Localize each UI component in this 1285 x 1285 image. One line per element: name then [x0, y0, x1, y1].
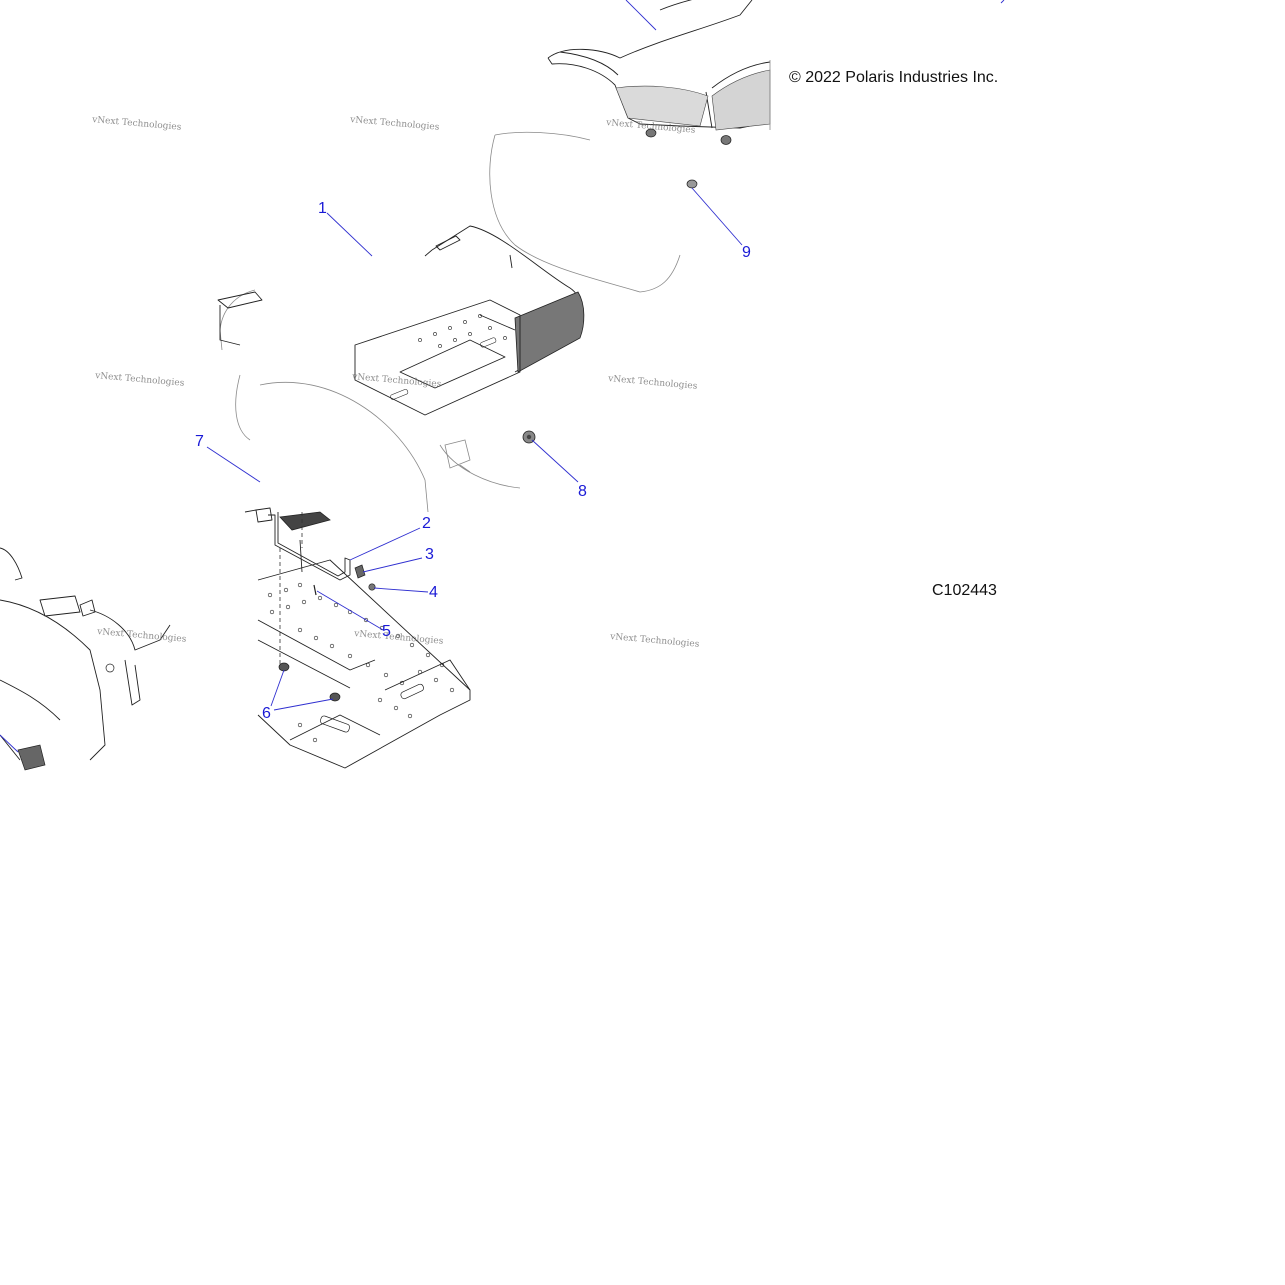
- nut-part-9: [686, 179, 698, 189]
- side-body-panel: [0, 547, 171, 771]
- callout-7: 7: [195, 433, 204, 450]
- callout-9: 9: [742, 244, 751, 261]
- watermark-8: vNext Technologies: [353, 629, 444, 647]
- figure-id: C102443: [932, 582, 997, 599]
- callout-3: 3: [425, 546, 434, 563]
- callout-8: 8: [578, 483, 587, 500]
- bolt-part-3: [354, 564, 366, 579]
- watermark-9: vNext Technologies: [609, 632, 700, 650]
- rear-seat-grommet-right: [720, 135, 732, 145]
- pin-part-5: [313, 584, 317, 596]
- washer-part-4: [368, 583, 376, 591]
- callout-4: 4: [429, 584, 438, 601]
- watermark-6: vNext Technologies: [607, 374, 698, 392]
- front-seat-ghost-outline: [219, 289, 521, 513]
- watermark-4: vNext Technologies: [94, 371, 185, 389]
- rear-seat: [547, 0, 771, 131]
- watermark-1: vNext Technologies: [91, 115, 182, 133]
- svg-text:vNext Technologies: vNext Technologies: [94, 371, 185, 389]
- svg-text:vNext Technologies: vNext Technologies: [96, 627, 187, 645]
- watermark-7: vNext Technologies: [96, 627, 187, 645]
- grommet-part-6-a: [278, 662, 290, 672]
- callout-6: 6: [262, 705, 271, 722]
- leader-lines: [0, 0, 1005, 753]
- floor-fragment: [444, 439, 471, 473]
- callout-5: 5: [382, 623, 391, 640]
- rear-seat-ghost-outline: [489, 131, 681, 293]
- callout-1: 1: [318, 200, 327, 217]
- seat-frame-bracket: [217, 291, 263, 346]
- callout-2: 2: [422, 515, 431, 532]
- floor-plate-lower: [257, 559, 471, 769]
- svg-text:vNext Technologies: vNext Technologies: [351, 372, 442, 390]
- hinge-bracket: [244, 507, 351, 670]
- watermark-5: vNext Technologies: [351, 372, 442, 390]
- grommet-part-6-b: [329, 692, 341, 702]
- mounting-plate-upper: [354, 299, 521, 416]
- svg-text:vNext Technologies: vNext Technologies: [609, 632, 700, 650]
- storage-box: [424, 225, 585, 373]
- svg-text:vNext Technologies: vNext Technologies: [607, 374, 698, 392]
- svg-text:vNext Technologies: vNext Technologies: [349, 115, 440, 133]
- watermark-2: vNext Technologies: [349, 115, 440, 133]
- svg-text:vNext Technologies: vNext Technologies: [91, 115, 182, 133]
- copyright-notice: © 2022 Polaris Industries Inc.: [789, 69, 999, 86]
- svg-text:vNext Technologies: vNext Technologies: [353, 629, 444, 647]
- rear-seat-grommet-left: [645, 128, 657, 138]
